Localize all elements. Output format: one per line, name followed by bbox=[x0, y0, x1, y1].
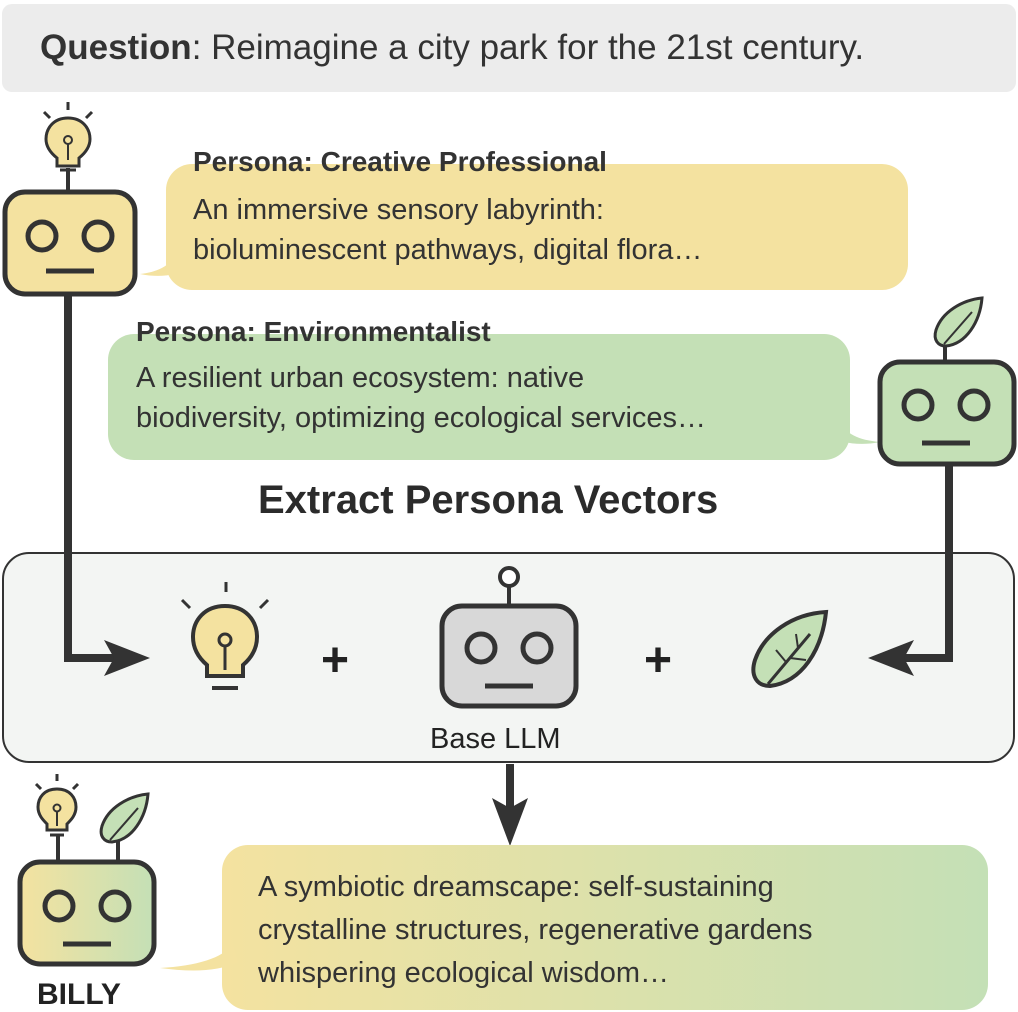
environmentalist-response-line-2: biodiversity, optimizing ecological serv… bbox=[136, 402, 707, 434]
environment-vector-leaf-icon bbox=[751, 609, 829, 689]
connector-arrows bbox=[64, 294, 953, 812]
plus-sign-left: + bbox=[321, 634, 349, 687]
billy-response-line-1: A symbiotic dreamscape: self-sustaining bbox=[258, 871, 774, 903]
lightbulb-icon bbox=[42, 102, 94, 172]
environmentalist-robot-icon bbox=[877, 296, 1017, 467]
question-text: : Reimagine a city park for the 21st cen… bbox=[191, 28, 865, 67]
arrow-head-right bbox=[868, 640, 914, 676]
environmentalist-response-line-1: A resilient urban ecosystem: native bbox=[136, 362, 585, 394]
question-label: Question bbox=[40, 28, 192, 67]
base-llm-robot-icon bbox=[439, 566, 579, 709]
base-llm-label: Base LLM bbox=[430, 723, 561, 755]
plus-sign-right: + bbox=[644, 634, 672, 687]
creative-response-line-1: An immersive sensory labyrinth: bbox=[193, 194, 604, 226]
extract-heading: Extract Persona Vectors bbox=[258, 478, 719, 522]
billy-bubble bbox=[160, 845, 988, 1010]
arrow-head-down bbox=[492, 798, 528, 846]
billy-robot-icon bbox=[17, 774, 157, 967]
lightbulb-icon bbox=[34, 774, 80, 837]
creative-vector-lightbulb-icon bbox=[180, 582, 270, 690]
question-banner: Question: Reimagine a city park for the … bbox=[2, 4, 1016, 92]
environmentalist-bubble bbox=[108, 334, 880, 460]
billy-response-line-2: crystalline structures, regenerative gar… bbox=[258, 914, 813, 946]
arrow-head-left bbox=[104, 640, 150, 676]
creative-robot-icon bbox=[2, 102, 138, 297]
billy-name-label: BILLY bbox=[37, 978, 121, 1011]
creative-persona-title: Persona: Creative Professional bbox=[193, 146, 607, 177]
environmentalist-persona-title: Persona: Environmentalist bbox=[136, 316, 491, 347]
leaf-icon bbox=[933, 296, 984, 348]
billy-response-line-3: whispering ecological wisdom… bbox=[258, 957, 670, 989]
creative-response-line-2: bioluminescent pathways, digital flora… bbox=[193, 234, 703, 266]
creative-bubble bbox=[140, 164, 908, 290]
leaf-icon bbox=[99, 792, 150, 844]
